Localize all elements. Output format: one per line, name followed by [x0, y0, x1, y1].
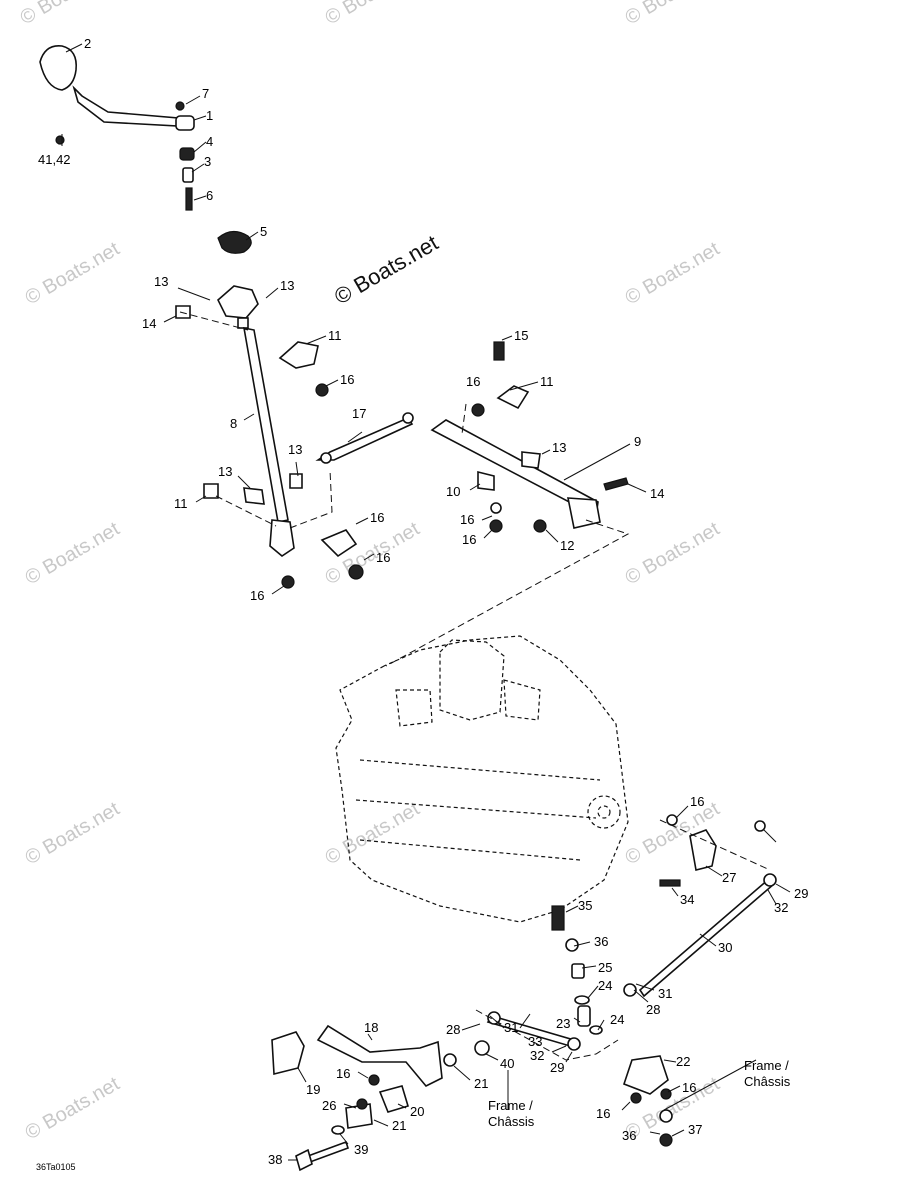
callout-28: 28	[646, 1002, 660, 1017]
callout-1: 1	[206, 108, 213, 123]
callout-26: 26	[322, 1098, 336, 1113]
callout-18: 18	[364, 1020, 378, 1035]
callout-2: 2	[84, 36, 91, 51]
leader-lines	[61, 43, 791, 1161]
callout-17: 17	[352, 406, 366, 421]
callout-7: 7	[202, 86, 209, 101]
watermark: © Boats.net	[22, 1073, 124, 1145]
frame-chassis-note-right: Frame / Châssis	[744, 1058, 791, 1089]
callout-23: 23	[556, 1016, 570, 1031]
callout-38: 38	[268, 1152, 282, 1167]
callout-31: 31	[658, 986, 672, 1001]
callout-13: 13	[154, 274, 168, 289]
callout-11: 11	[328, 328, 342, 343]
callout-12: 16	[460, 512, 474, 527]
callout-36: 36	[622, 1128, 636, 1143]
callout-10: 14	[650, 486, 664, 501]
callout-3: 3	[204, 154, 211, 169]
callout-29: 29	[550, 1060, 564, 1075]
frame-note-line-2: Châssis	[744, 1074, 791, 1089]
callout-28: 28	[446, 1022, 460, 1037]
callout-39: 39	[354, 1142, 368, 1157]
callout-5: 5	[260, 224, 267, 239]
frame-note-line-1: Frame /	[744, 1058, 789, 1073]
callout-16: 16	[250, 588, 264, 603]
callout-15: 15	[514, 328, 528, 343]
callout-16: 12	[560, 538, 574, 553]
watermark: © Boats.net	[322, 798, 424, 870]
callout-4: 4	[206, 134, 213, 149]
callout-33: 33	[528, 1034, 542, 1049]
callout-16: 16	[690, 794, 704, 809]
callout-16: 16	[682, 1080, 696, 1095]
watermark: © Boats.net	[322, 0, 424, 29]
callout-13: 13	[218, 464, 232, 479]
shift-lever-assembly	[39, 45, 252, 254]
callout-8: 8	[230, 416, 237, 431]
callout-16: 16	[596, 1106, 610, 1121]
callout-24: 24	[610, 1012, 624, 1027]
engine-outline	[335, 635, 629, 923]
callout-13: 13	[552, 440, 566, 455]
watermark: © Boats.net	[22, 518, 124, 590]
callout-32: 32	[774, 900, 788, 915]
callout-24: 24	[598, 978, 612, 993]
diagram-reference-code: 36Ta0105	[36, 1162, 76, 1172]
callout-14: 11	[174, 496, 188, 511]
callout-30: 30	[718, 940, 732, 955]
callout-16: 16	[376, 550, 390, 565]
callout-19: 19	[306, 1082, 320, 1097]
watermark: © Boats.net	[622, 238, 724, 310]
callout-31: 31	[504, 1020, 518, 1035]
callout-20: 20	[410, 1104, 424, 1119]
watermark: © Boats.net	[622, 518, 724, 590]
watermark: © Boats.net	[22, 798, 124, 870]
callout-22: 22	[676, 1054, 690, 1069]
callout-16: 16	[466, 374, 480, 389]
callout-36: 36	[594, 934, 608, 949]
callout-35: 35	[578, 898, 592, 913]
callout-25: 25	[598, 960, 612, 975]
callout-13: 10	[446, 484, 460, 499]
callout-16: 16	[462, 532, 476, 547]
callout-27: 27	[722, 870, 736, 885]
callout-11: 11	[540, 374, 554, 389]
callout-labels: 2 7 1 4 3 6 41,42 5 13 13 14 11 16 8 15 …	[38, 36, 808, 1167]
watermark-main: © Boats.net	[330, 230, 442, 309]
callout-14: 14	[142, 316, 156, 331]
callout-16: 16	[340, 372, 354, 387]
callout-16: 16	[336, 1066, 350, 1081]
frame-note-line-1: Frame /	[488, 1098, 533, 1113]
frame-chassis-note-left: Frame / Châssis	[488, 1098, 535, 1129]
callout-21: 21	[474, 1076, 488, 1091]
callout-32: 32	[530, 1048, 544, 1063]
frame-note-line-2: Châssis	[488, 1114, 535, 1129]
watermark: © Boats.net	[22, 238, 124, 310]
watermark: © Boats.net	[17, 0, 119, 29]
watermark-layer: © Boats.net © Boats.net © Boats.net © Bo…	[17, 0, 724, 1144]
callout-41-42: 41,42	[38, 152, 71, 167]
callout-13: 13	[280, 278, 294, 293]
callout-9: 9	[634, 434, 641, 449]
callout-6: 6	[206, 188, 213, 203]
callout-11: 16	[370, 510, 384, 525]
callout-40: 40	[500, 1056, 514, 1071]
callout-21: 21	[392, 1118, 406, 1133]
callout-37: 37	[688, 1122, 702, 1137]
watermark: © Boats.net	[622, 0, 724, 29]
callout-13: 13	[288, 442, 302, 457]
callout-34: 34	[680, 892, 694, 907]
upper-shift-linkage	[175, 285, 630, 667]
lower-shift-linkage	[271, 814, 777, 1172]
callout-29: 29	[794, 886, 808, 901]
